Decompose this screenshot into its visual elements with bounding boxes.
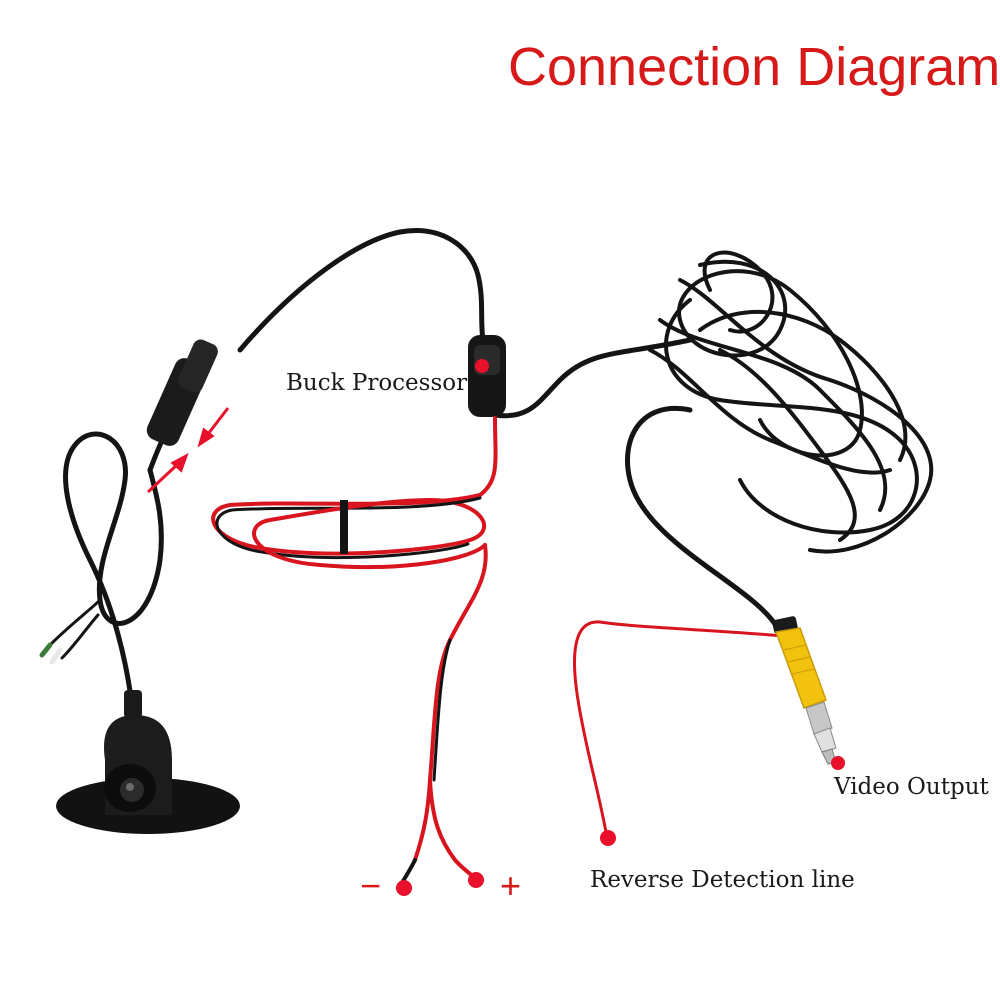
positive-sign: + [500,865,522,906]
inline-connector [146,339,218,446]
diagram-title: Connection Diagram [508,37,1000,97]
negative-sign: − [360,865,382,906]
video-output-label: Video Output [834,774,989,800]
markers [396,359,845,896]
negative-marker [396,880,412,896]
buck-processor-marker [475,359,489,373]
side-wires [39,598,102,665]
positive-marker [468,872,484,888]
buck-processor-module [468,335,506,417]
coiled-video-cable [648,250,934,554]
connect-arrows-icon [146,407,230,494]
camera-cable [63,228,791,708]
reverse-detection-marker [600,830,616,846]
buck-processor-label: Buck Processor [286,370,468,396]
rca-plug-icon [772,616,837,765]
video-output-marker [831,756,845,770]
reverse-detection-wire [572,620,784,834]
rear-view-camera-icon [56,690,240,834]
power-cable-bundle [211,416,498,888]
reverse-detection-label: Reverse Detection line [590,867,855,893]
